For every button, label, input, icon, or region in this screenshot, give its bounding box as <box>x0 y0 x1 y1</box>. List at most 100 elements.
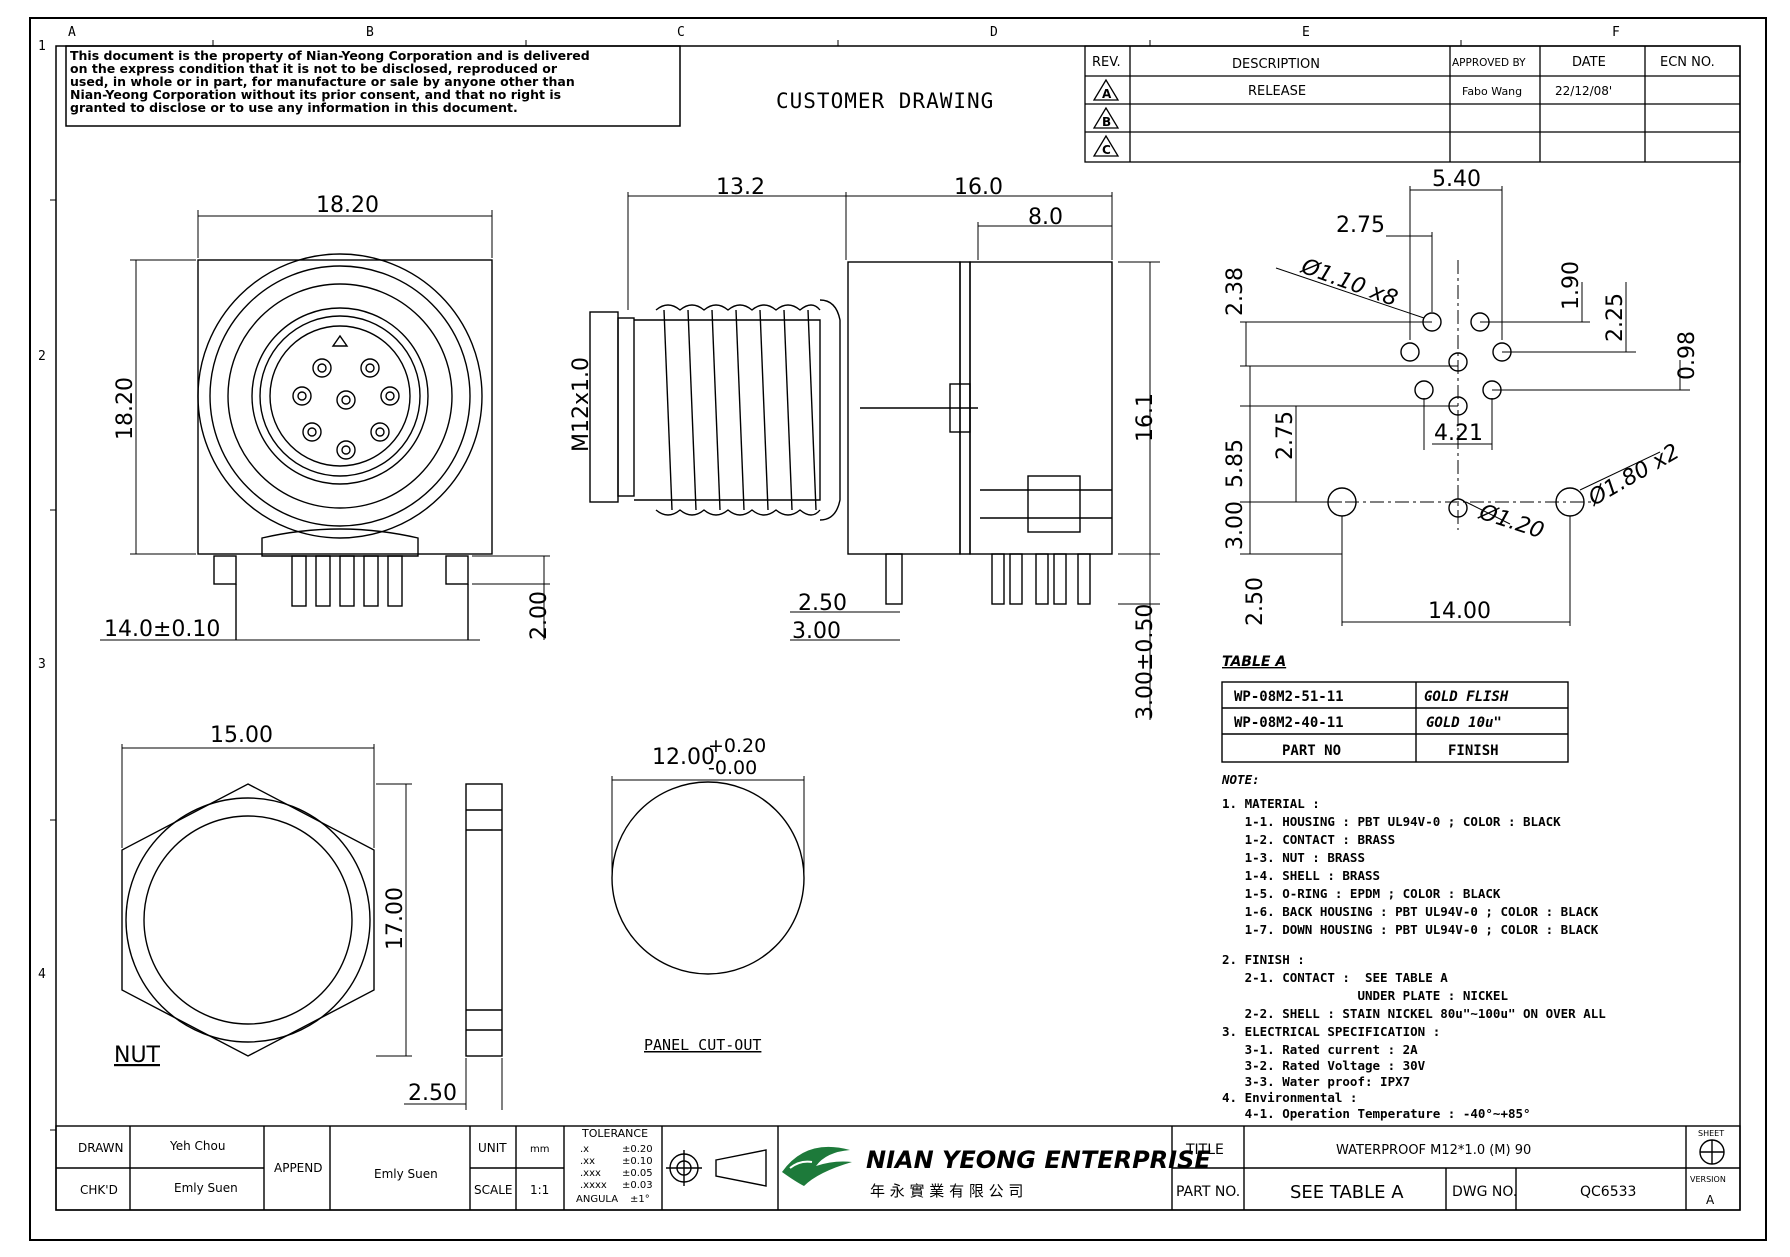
revision-table-text: REV. DESCRIPTION APPROVED BY DATE ECN NO… <box>1092 55 1715 99</box>
grid-letter-d: D <box>990 25 998 40</box>
rev-a-approved: Fabo Wang <box>1462 85 1522 98</box>
tol-key: .xx <box>580 1156 595 1167</box>
rev-header: REV. <box>1092 55 1121 70</box>
company-name-en: NIAN YEONG ENTERPRISE <box>866 1146 1211 1174</box>
note-line: 2. FINISH : <box>1222 952 1305 967</box>
dim-thread: M12x1.0 <box>569 357 594 452</box>
dim-side-pin-a: 2.50 <box>798 591 847 616</box>
chkd-label: CHK'D <box>80 1183 118 1197</box>
grid-number-2: 2 <box>38 349 46 364</box>
dim-cutout-dia: 12.00 <box>652 745 715 770</box>
part-no-value: SEE TABLE A <box>1290 1182 1404 1203</box>
tol-key: .x <box>580 1144 589 1155</box>
dim-side-rear-len: 8.0 <box>1028 205 1063 230</box>
grid-number-1: 1 <box>38 39 46 54</box>
grid-labels: A B C D E F 1 2 3 4 <box>38 25 1620 982</box>
version-label: VERSION <box>1690 1175 1726 1184</box>
notes-title: NOTE: <box>1221 772 1260 787</box>
note-line: 1-3. NUT : BRASS <box>1222 850 1365 865</box>
drawn-label: DRAWN <box>78 1141 124 1155</box>
approved-header: APPROVED BY <box>1452 57 1526 69</box>
revision-table <box>1084 45 1741 163</box>
dim-fp-585: 5.85 <box>1223 439 1248 488</box>
tol-value: ±0.05 <box>622 1168 653 1179</box>
tol-value: ±0.20 <box>622 1144 653 1155</box>
dim-fp-190: 1.90 <box>1559 261 1584 310</box>
tolerance-title: TOLERANCE <box>581 1127 648 1140</box>
footprint-dimensions <box>1240 186 1690 626</box>
inner-frame <box>55 45 1741 1211</box>
dim-cutout-tol-minus: -0.00 <box>708 757 757 779</box>
dim-fp-098: 0.98 <box>1675 331 1700 380</box>
table-a-finish-1: GOLD FLISH <box>1424 689 1509 705</box>
front-view-dimensions <box>100 210 550 641</box>
dim-fp-250: 2.50 <box>1243 577 1268 626</box>
note-line: 1-1. HOUSING : PBT UL94V-0 ; COLOR : BLA… <box>1222 814 1561 829</box>
description-header: DESCRIPTION <box>1232 57 1320 72</box>
note-line: 1-5. O-RING : EPDM ; COLOR : BLACK <box>1222 886 1501 901</box>
side-view-dimensions <box>627 192 1160 720</box>
table-a-part-2: WP-08M2-40-11 <box>1234 715 1344 731</box>
dim-fp-120: Ø1.20 <box>1475 500 1547 545</box>
note-line: 1-2. CONTACT : BRASS <box>1222 832 1395 847</box>
footprint-view <box>1327 312 1585 518</box>
dim-fp-1400: 14.00 <box>1428 599 1491 624</box>
note-line: 4. Environmental : <box>1222 1090 1357 1105</box>
nut-view <box>121 783 503 1057</box>
note-line: 1-4. SHELL : BRASS <box>1222 868 1380 883</box>
title-value: WATERPROOF M12*1.0 (M) 90 <box>1336 1143 1531 1158</box>
rev-a-date: 22/12/08' <box>1555 84 1612 98</box>
dim-fp-238: 2.38 <box>1223 267 1248 316</box>
title-label: TITLE <box>1185 1142 1224 1158</box>
dim-side-body-len: 16.0 <box>954 175 1003 200</box>
dim-pin-span: 14.0±0.10 <box>104 617 220 642</box>
dwg-no-value: QC6533 <box>1580 1184 1636 1200</box>
disclaimer-text: This document is the property of Nian-Ye… <box>70 48 590 115</box>
dim-nut-width: 15.00 <box>210 723 273 748</box>
title-block <box>55 1125 1741 1211</box>
side-view <box>589 261 1113 605</box>
panel-cutout-view <box>611 781 805 975</box>
dim-fp-421: 4.21 <box>1434 421 1483 446</box>
dim-fp-300: 3.00 <box>1223 501 1248 550</box>
disclaimer-line: used, in whole or in part, for manufactu… <box>70 74 575 89</box>
append-value: Emly Suen <box>374 1167 438 1181</box>
disclaimer-line: Nian-Yeong Corporation without its prior… <box>70 87 561 102</box>
note-line: 3-3. Water proof: IPX7 <box>1222 1074 1410 1089</box>
rev-c-label: C <box>1102 143 1111 157</box>
table-a <box>1221 681 1569 763</box>
grid-letter-f: F <box>1612 25 1620 40</box>
disclaimer-line: granted to disclose or to use any inform… <box>70 100 518 115</box>
dim-cutout-tol-plus: +0.20 <box>708 735 766 757</box>
front-view-pins <box>292 358 400 460</box>
rev-a-label: A <box>1102 87 1112 101</box>
disclaimer-line: on the express condition that it is not … <box>70 61 558 76</box>
note-line: UNDER PLATE : NICKEL <box>1222 988 1508 1003</box>
tol-key: ANGULA <box>576 1194 618 1205</box>
dim-nut-thick: 2.50 <box>408 1081 457 1106</box>
nut-label: NUT <box>114 1043 161 1068</box>
dim-side-height: 16.1 <box>1133 393 1158 442</box>
drawing-type-label: CUSTOMER DRAWING <box>776 89 994 113</box>
part-no-label: PART NO. <box>1176 1184 1240 1200</box>
note-line: 3. ELECTRICAL SPECIFICATION : <box>1222 1024 1440 1039</box>
version-value: A <box>1706 1193 1715 1207</box>
dim-front-height: 18.20 <box>113 377 138 440</box>
append-label: APPEND <box>274 1161 322 1175</box>
tol-key: .xxxx <box>580 1180 607 1191</box>
dim-side-thread-len: 13.2 <box>716 175 765 200</box>
dim-fp-275b: 2.75 <box>1273 411 1298 460</box>
note-line: 1-6. BACK HOUSING : PBT UL94V-0 ; COLOR … <box>1222 904 1599 919</box>
sheet-label: SHEET <box>1698 1129 1724 1138</box>
table-a-part-1: WP-08M2-51-11 <box>1234 689 1344 705</box>
dwg-no-label: DWG NO. <box>1452 1184 1517 1200</box>
dim-nut-height: 17.00 <box>383 887 408 950</box>
note-line: 4-1. Operation Temperature : -40°~+85° <box>1222 1106 1531 1121</box>
rev-b-label: B <box>1102 115 1111 129</box>
cutout-label: PANEL CUT-OUT <box>644 1036 761 1054</box>
unit-value: mm <box>530 1144 549 1155</box>
nut-dimensions <box>121 744 503 1110</box>
dim-fp-275: 2.75 <box>1336 213 1385 238</box>
dim-side-pin-b: 3.00 <box>792 619 841 644</box>
table-a-title: TABLE A <box>1222 654 1286 670</box>
